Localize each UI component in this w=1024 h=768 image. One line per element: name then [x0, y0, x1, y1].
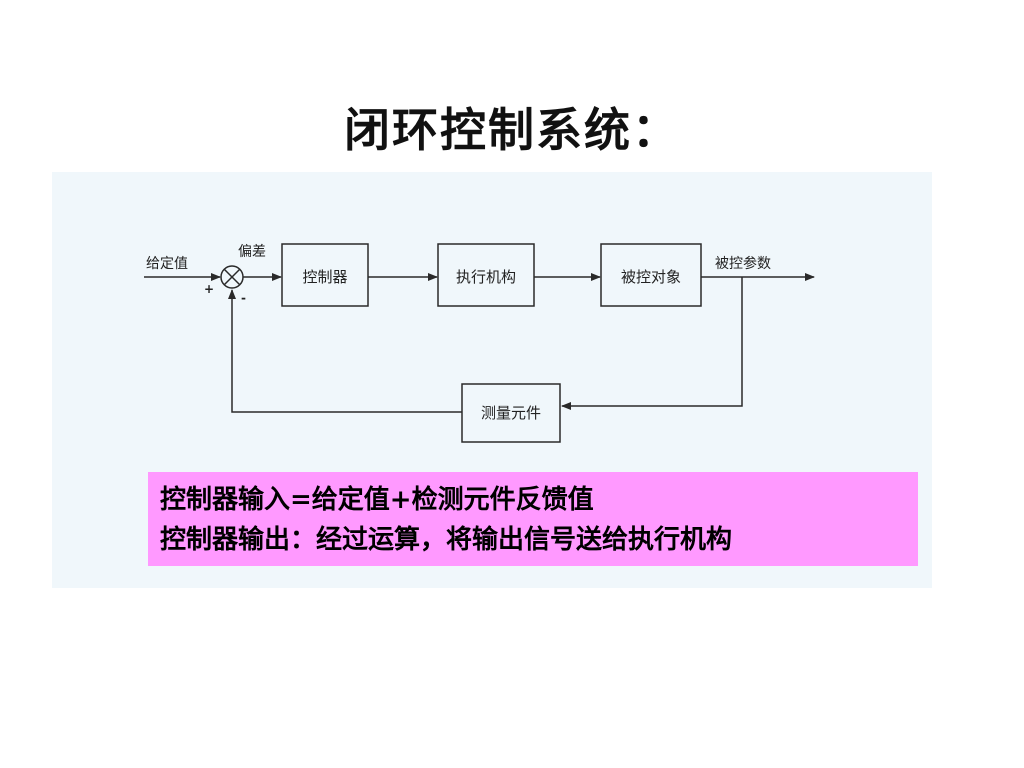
- plant-block: [600, 243, 702, 307]
- note-line-output: 控制器输出：经过运算，将输出信号送给执行机构: [160, 525, 733, 555]
- note-line-input: 控制器输入=给定值+检测元件反馈值: [160, 485, 594, 515]
- error-label: 偏差: [238, 244, 266, 260]
- output-label: 被控参数: [715, 255, 771, 272]
- sensor-label: 测量元件: [481, 404, 541, 422]
- actuator-block: [437, 243, 535, 307]
- plant-label: 被控对象: [621, 268, 681, 286]
- sensor-block: [461, 383, 561, 443]
- controller-label: 控制器: [302, 268, 347, 286]
- explanation-note: 控制器输入=给定值+检测元件反馈值 控制器输出：经过运算，将输出信号送给执行机构: [148, 472, 918, 566]
- slide-title: 闭环控制系统：: [344, 103, 680, 157]
- minus-sign: -: [241, 291, 246, 305]
- feedback-path-to-sensor: [561, 277, 743, 410]
- feedback-path-to-junction: [228, 289, 462, 413]
- input-label: 给定值: [146, 256, 188, 272]
- plus-sign: +: [204, 282, 214, 296]
- controller-block: [281, 243, 369, 307]
- actuator-label: 执行机构: [456, 268, 516, 286]
